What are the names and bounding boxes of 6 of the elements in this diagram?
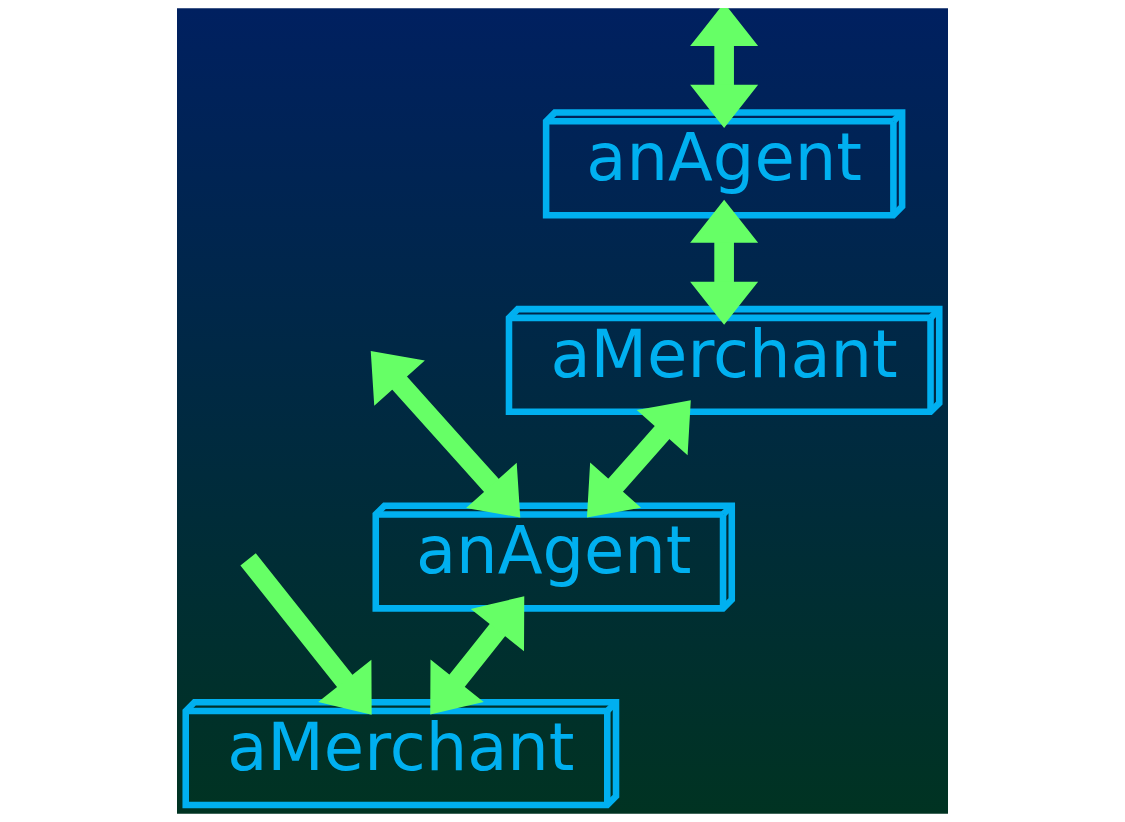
arrow	[240, 553, 372, 715]
arrow	[690, 199, 759, 325]
arrow	[586, 400, 691, 518]
arrow	[370, 350, 521, 518]
arrow	[430, 596, 525, 715]
arrow	[690, 8, 759, 129]
